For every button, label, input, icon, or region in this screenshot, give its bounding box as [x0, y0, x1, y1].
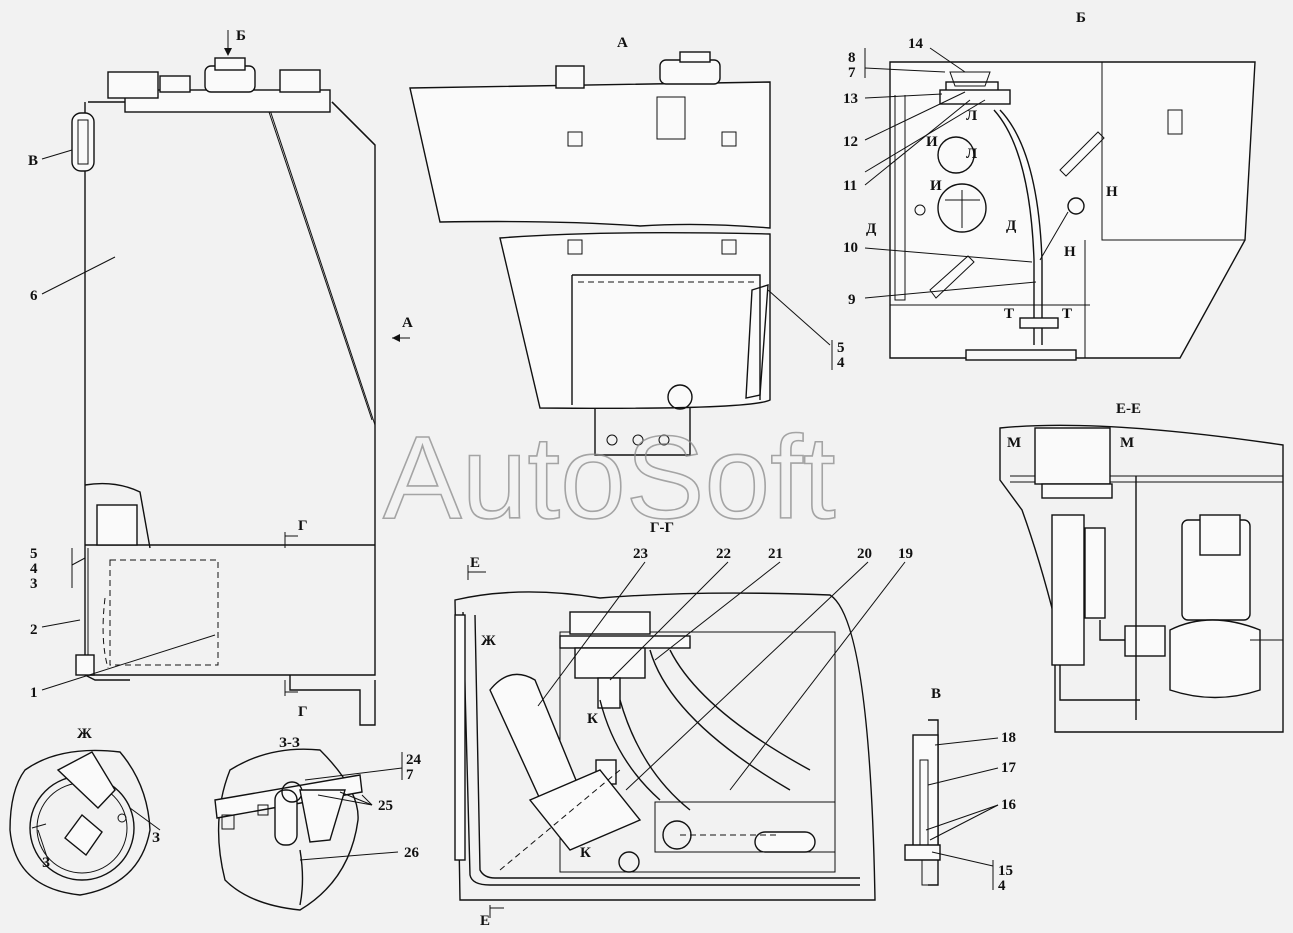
callout-4-V: 4: [998, 878, 1006, 894]
callout-5-A: 5: [837, 340, 845, 356]
callout-25: 25: [378, 798, 393, 814]
detail-V: [904, 719, 941, 886]
label-Z-2: З: [42, 855, 50, 871]
label-K-2: К: [580, 845, 591, 861]
callout-21: 21: [768, 546, 783, 562]
section-GG-labels: Г-Г 23 22 21 20 19 Е Е Ж К К: [470, 520, 913, 929]
view-B: [889, 61, 1256, 361]
callout-8: 8: [848, 50, 856, 66]
callout-7-ZZ: 7: [406, 767, 414, 783]
section-GG-leaders: [467, 561, 906, 918]
label-B-top: Б: [236, 28, 246, 44]
label-I-1: И: [926, 134, 938, 150]
callout-24: 24: [406, 752, 422, 768]
callout-2: 2: [30, 622, 38, 638]
label-A-arrow: А: [402, 315, 413, 331]
detail-Zh-labels: Ж З З: [42, 726, 160, 871]
callout-23: 23: [633, 546, 648, 562]
callout-13: 13: [843, 91, 858, 107]
label-E-bottom: Е: [480, 913, 490, 929]
callout-12: 12: [843, 134, 858, 150]
label-E-top: Е: [470, 555, 480, 571]
section-GG: [454, 591, 876, 901]
label-M-2: М: [1120, 435, 1134, 451]
title-V: В: [931, 686, 941, 702]
callout-18: 18: [1001, 730, 1016, 746]
title-A: А: [617, 35, 628, 51]
callout-15: 15: [998, 863, 1013, 879]
label-M-1: М: [1007, 435, 1021, 451]
callout-7: 7: [848, 65, 856, 81]
view-B-leaders: [864, 47, 1037, 299]
label-D-2: Д: [1006, 218, 1017, 234]
label-D-1: Д: [866, 221, 877, 237]
view-A-labels: А 5 4: [617, 35, 845, 371]
view-A: [409, 51, 771, 456]
callout-10: 10: [843, 240, 858, 256]
callout-1: 1: [30, 685, 38, 701]
callout-9: 9: [848, 292, 856, 308]
watermark-autosoft: AutoSoft: [383, 412, 836, 544]
callout-26: 26: [404, 845, 420, 861]
section-EE: [999, 424, 1284, 733]
main-side-view: [71, 57, 376, 726]
label-V-left: В: [28, 153, 38, 169]
detail-Zh: [9, 749, 161, 896]
view-B-labels: Б 8 7 13 14 12 11 10 9 И И Л Л Д Д Н Н Т…: [843, 10, 1118, 322]
detail-ZZ: [214, 748, 363, 911]
callout-5: 5: [30, 546, 38, 562]
callout-22: 22: [716, 546, 731, 562]
callout-14: 14: [908, 36, 924, 52]
callout-6: 6: [30, 288, 38, 304]
label-K-1: К: [587, 711, 598, 727]
main-view-leaders: [41, 30, 410, 696]
label-T-2: Т: [1062, 306, 1072, 322]
callout-19: 19: [898, 546, 913, 562]
title-ZZ: З-З: [279, 735, 300, 751]
title-Zh: Ж: [77, 726, 92, 742]
detail-ZZ-labels: З-З 24 7 25 26: [279, 735, 422, 861]
label-Z-1: З: [152, 830, 160, 846]
callout-20: 20: [857, 546, 872, 562]
callout-17: 17: [1001, 760, 1017, 776]
detail-V-labels: В 18 17 16 15 4: [925, 686, 1017, 894]
label-N-1: Н: [1106, 184, 1118, 200]
callout-4-A: 4: [837, 355, 845, 371]
label-Zh-inner: Ж: [481, 633, 496, 649]
label-G-top: Г: [298, 518, 308, 534]
label-L-1: Л: [966, 146, 977, 162]
title-GG: Г-Г: [650, 520, 674, 536]
callout-4: 4: [30, 561, 38, 577]
callout-11: 11: [843, 178, 857, 194]
section-EE-labels: Е-Е М М: [1007, 401, 1141, 451]
title-EE: Е-Е: [1116, 401, 1141, 417]
label-N-2: Н: [1064, 244, 1076, 260]
callout-3: 3: [30, 576, 38, 592]
main-view-labels: 6 В 2 1 5 4 3 Б А Г Г: [28, 28, 413, 720]
label-I-2: И: [930, 178, 942, 194]
callout-16: 16: [1001, 797, 1017, 813]
label-T-1: Т: [1004, 306, 1014, 322]
label-G-bottom: Г: [298, 704, 308, 720]
title-B: Б: [1076, 10, 1086, 26]
label-L-2: Л: [966, 108, 977, 124]
